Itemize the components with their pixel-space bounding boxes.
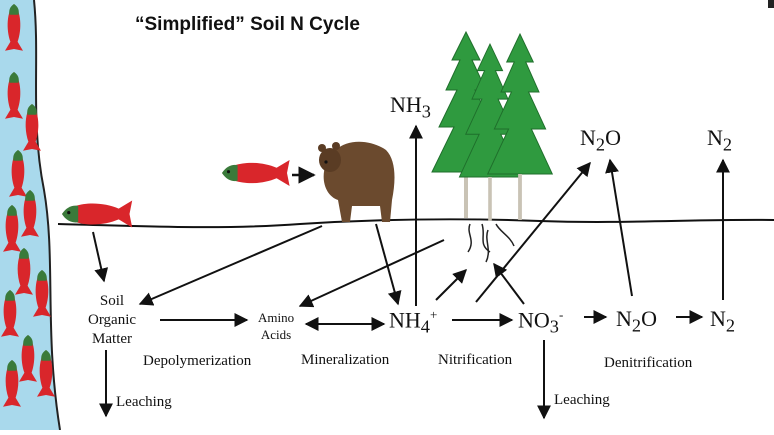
ground-line [57,218,774,229]
spruce-trees [431,31,553,222]
arrow-no3-to-roots [493,262,525,305]
label-amino-acids: Amino Acids [258,310,295,342]
label-n2o-gas: N2O [580,125,621,155]
label-nh4: NH4+ [389,307,438,337]
arrow-n2o-to-n2o-gas [605,158,633,297]
label-n2o: N2O [616,306,657,336]
label-depolymerization: Depolymerization [143,353,252,369]
label-leaching-som: Leaching [116,394,172,410]
label-leaching-no3: Leaching [554,392,610,408]
label-mineralization: Mineralization [301,352,390,368]
label-nh3: NH3 [390,92,431,122]
flow-arrows [92,124,730,420]
label-no3: NO3- [518,307,564,337]
arrow-nh4-to-n2o [475,161,591,303]
label-soil-organic-matter: Soil Organic Matter [88,293,137,347]
river-bank [33,0,61,431]
label-n2-gas: N2 [707,125,733,155]
bear-illustration [318,141,395,222]
arrow-bear-to-som [138,225,323,306]
tree-roots [467,223,515,263]
label-nitrification: Nitrification [438,352,513,368]
label-denitrification: Denitrification [604,355,693,371]
flying-salmon [222,160,290,186]
arrow-bear-to-nh4 [375,223,402,306]
diagram-title: “Simplified” Soil N Cycle [135,14,360,35]
arrow-nh4-to-roots [435,269,467,301]
arrow-roots-to-amino [298,239,445,308]
arrow-salmon-to-som [92,231,109,283]
corner-mark [768,0,774,8]
label-n2: N2 [710,306,736,336]
